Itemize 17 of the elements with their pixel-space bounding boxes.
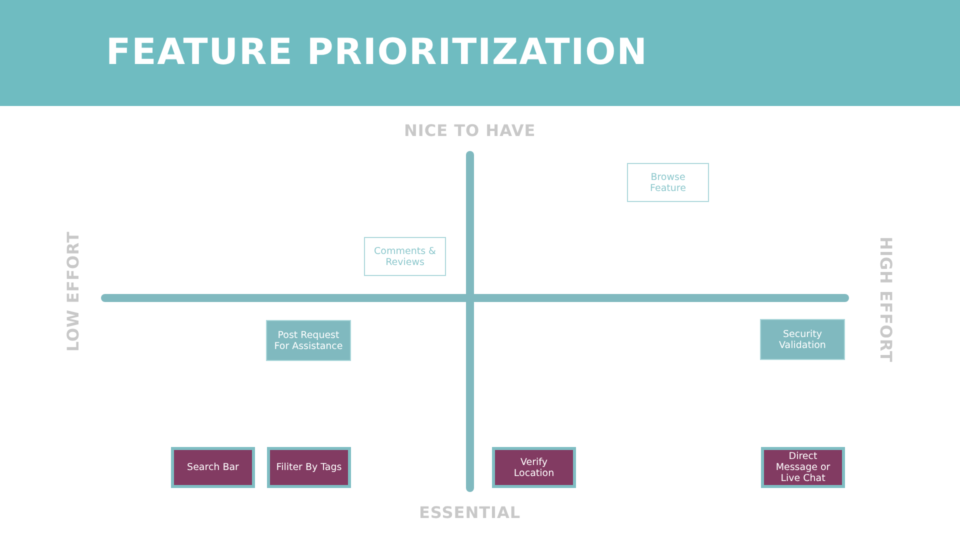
- feature-box: [267, 447, 351, 488]
- feature-label: Search Bar: [187, 462, 239, 473]
- feature-label: Direct Message or Live Chat: [774, 451, 832, 484]
- slide-title: FEATURE PRIORITIZATION: [106, 32, 648, 73]
- feature-label: Post Request For Assistance: [273, 330, 344, 352]
- feature-label: Security Validation: [778, 328, 827, 350]
- feature-label: Verify Location: [512, 456, 556, 478]
- feature-box: [266, 320, 351, 361]
- feature-box: [627, 163, 709, 202]
- feature-box: [492, 447, 576, 488]
- feature-box: [760, 319, 845, 360]
- feature-label: Filiter By Tags: [276, 462, 342, 473]
- feature-box: [761, 447, 845, 488]
- feature-box: [171, 447, 255, 488]
- feature-label: Comments & Reviews: [373, 246, 437, 268]
- feature-box: [364, 237, 446, 276]
- feature-label: Browse Feature: [649, 172, 687, 194]
